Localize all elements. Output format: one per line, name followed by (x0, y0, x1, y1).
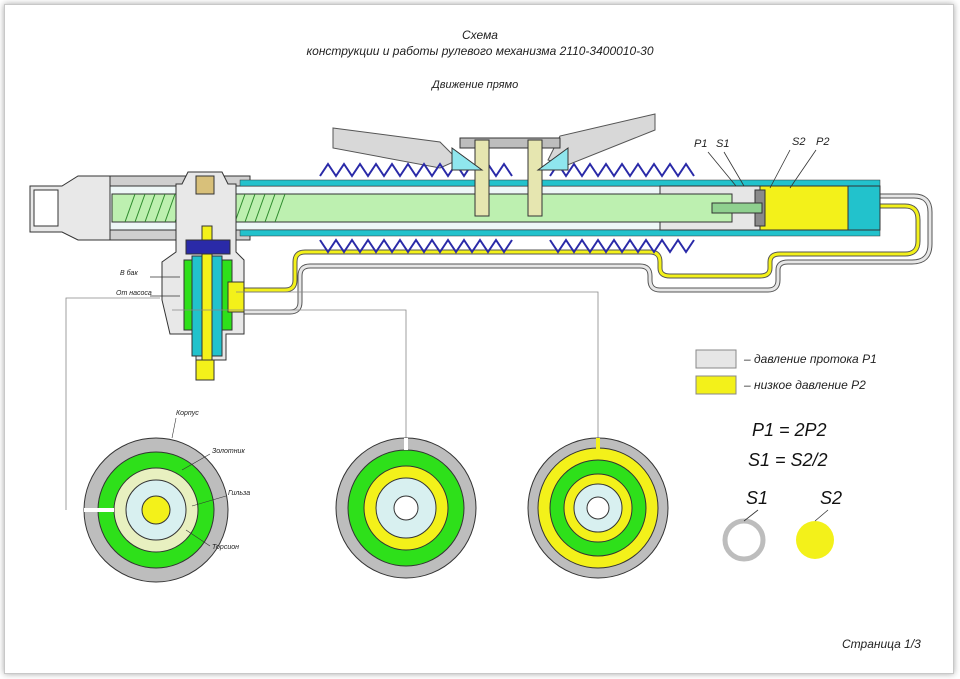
chamber-p2 (759, 185, 849, 231)
bolt-right (527, 139, 543, 217)
valve-seal (185, 239, 231, 255)
piston-rod (711, 202, 763, 214)
section-leader-2 (172, 309, 407, 438)
part-spool-label: Золотник (212, 448, 245, 455)
bushing-left (451, 147, 484, 171)
section-leader-3 (236, 291, 599, 438)
bushing-right (536, 147, 569, 171)
s2-leader (769, 149, 791, 189)
valve-top-nut (195, 175, 215, 195)
from-pump-label: От насоса (116, 290, 152, 297)
left-tie-rod-arm (332, 127, 459, 169)
s1-leader (723, 151, 745, 187)
bolt-left (474, 139, 490, 217)
part-sleeve-label: Гильза (228, 490, 251, 497)
area-s1-ring (722, 518, 766, 562)
callout-p1: P1 (694, 138, 708, 150)
legend-p1-text: – давление протока P1 (744, 352, 877, 366)
valve-shaft-end (195, 359, 215, 381)
p2-leader (789, 149, 817, 189)
section-leader-1 (65, 297, 160, 510)
hydraulic-line-gray (240, 194, 932, 314)
callout-p2: P2 (816, 136, 830, 148)
sleeve-leader (191, 495, 227, 507)
legend-swatch-p1 (695, 349, 737, 369)
tube-wall-top (239, 179, 881, 187)
hydraulic-line-yellow (240, 204, 920, 292)
valve-section-3 (527, 437, 669, 579)
callout-s1: S1 (716, 138, 730, 150)
callout-s2: S2 (792, 136, 806, 148)
to-tank-label: В бак (120, 270, 138, 277)
formula-pressure: P1 = 2P2 (752, 420, 827, 440)
title-line1: Схема (462, 28, 498, 42)
area-s1-leader (743, 509, 759, 522)
mode-label: Движение прямо (432, 79, 519, 91)
page-number: Страница 1/3 (842, 637, 921, 651)
area-s1-label: S1 (746, 488, 769, 508)
legend-p2-text: – низкое давление P2 (744, 378, 866, 392)
legend-swatch-p2 (695, 375, 737, 395)
tube-wall-bottom (239, 229, 881, 237)
spool-leader (181, 453, 211, 471)
left-bellows-bottom (319, 238, 513, 254)
formula-area: S1 = S2/2 (748, 450, 828, 470)
right-bellows-top (549, 162, 695, 178)
p1-leader (707, 151, 737, 187)
left-end-bore (33, 189, 59, 227)
cylinder-end-cap (847, 185, 881, 231)
valve-port (227, 281, 245, 313)
part-torsion-label: Торсион (212, 544, 239, 551)
area-s2-label: S2 (820, 488, 843, 508)
body-leader (171, 417, 177, 439)
valve-section-1 (83, 437, 229, 583)
area-s2-leader (814, 509, 829, 522)
torsion-leader (185, 529, 211, 547)
area-s2-disc (796, 521, 834, 559)
title-line2: конструкции и работы рулевого механизма … (306, 44, 654, 58)
right-bellows-bottom (549, 238, 695, 254)
valve-section-2 (335, 437, 477, 579)
page-frame (4, 4, 954, 674)
part-body-label: Корпус (176, 410, 199, 417)
